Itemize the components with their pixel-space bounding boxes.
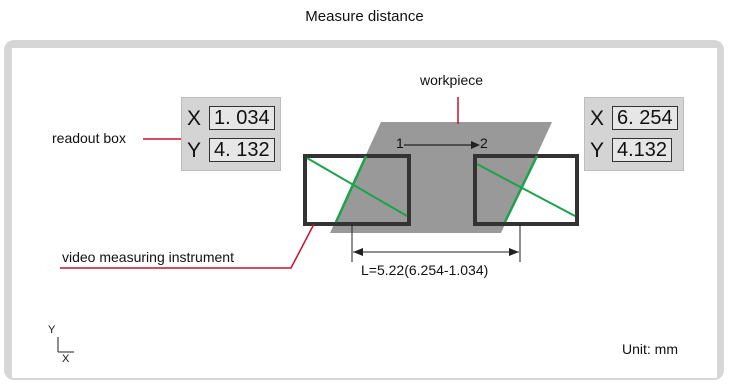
distance-label: L=5.22(6.254-1.034) <box>361 262 489 278</box>
move-arrow-head <box>471 141 480 149</box>
point-2-label: 2 <box>480 135 488 151</box>
right-edge-line <box>503 155 539 223</box>
readout-axis-x: X <box>590 106 605 130</box>
axis-y-label: Y <box>48 324 56 336</box>
readout-box-label: readout box <box>52 130 126 146</box>
unit-label: Unit: mm <box>622 341 678 357</box>
readout-row-x: X 1. 034 <box>187 102 275 134</box>
readout-box-right: X 6. 254 Y 4.132 <box>584 97 684 171</box>
readout-row-y: Y 4. 132 <box>187 134 275 166</box>
readout-value-x: 6. 254 <box>612 106 678 130</box>
dimension-arrow-left <box>353 248 363 256</box>
axis-x-label: X <box>62 353 70 365</box>
readout-box-left: X 1. 034 Y 4. 132 <box>181 97 281 171</box>
readout-axis-y: Y <box>187 138 202 162</box>
readout-row-y: Y 4.132 <box>590 134 678 166</box>
instrument-label: video measuring instrument <box>62 249 234 265</box>
right-cross-line <box>476 163 576 217</box>
readout-value-x: 1. 034 <box>209 106 275 130</box>
right-measure-window <box>473 154 579 226</box>
instrument-leader <box>60 223 315 269</box>
left-measure-window <box>303 154 411 226</box>
workpiece-shape <box>330 122 552 233</box>
readout-row-x: X 6. 254 <box>590 102 678 134</box>
left-cross-line <box>306 157 408 217</box>
readout-value-y: 4.132 <box>612 138 673 162</box>
left-edge-line <box>334 155 368 223</box>
dimension-arrow-right <box>509 248 519 256</box>
readout-axis-x: X <box>187 106 202 130</box>
workpiece-label: workpiece <box>420 72 484 88</box>
readout-axis-y: Y <box>590 138 605 162</box>
readout-value-y: 4. 132 <box>209 138 275 162</box>
point-1-label: 1 <box>396 135 404 151</box>
diagram-title: Measure distance <box>305 8 424 25</box>
